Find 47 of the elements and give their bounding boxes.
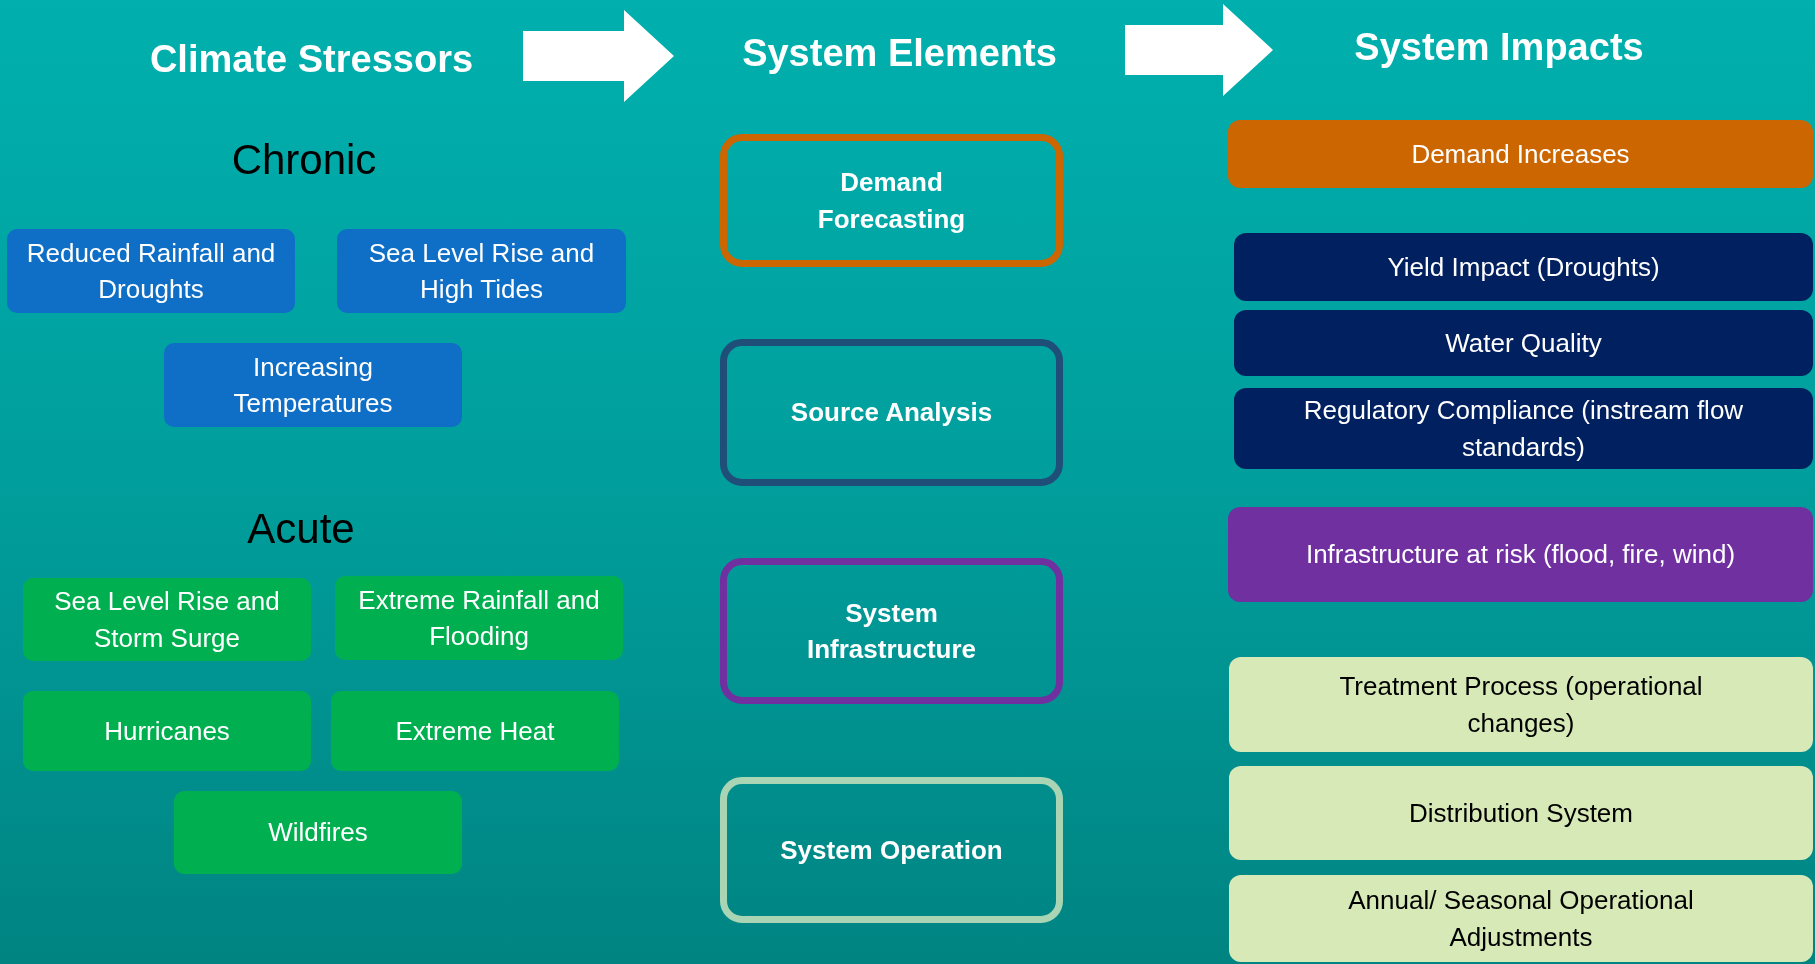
box-text: Reduced Rainfall and Droughts (25, 236, 277, 306)
block-arrow (523, 10, 674, 102)
stressor-box (164, 343, 462, 427)
box-text: Demand Increases (1411, 137, 1630, 171)
group-heading: Chronic (230, 136, 378, 184)
box-text: Demand Forecasting (816, 166, 967, 236)
element-box (720, 339, 1063, 486)
box-text: Extreme Heat (395, 714, 555, 748)
box-text: Wildfires (268, 816, 368, 850)
group-heading: Acute (246, 505, 356, 553)
box-text: Sea Level Rise and High Tides (367, 236, 596, 306)
stressor-box (23, 578, 311, 661)
box-text: Treatment Process (operational changes) (1338, 670, 1704, 740)
impact-box (1229, 766, 1813, 860)
box-text: Increasing Temperatures (232, 350, 394, 420)
box-text: Annual/ Seasonal Operational Adjustments (1347, 884, 1695, 954)
column-heading: System Elements (742, 31, 1057, 75)
stressor-box (174, 791, 462, 874)
impact-box (1229, 657, 1813, 752)
box-text: Distribution System (1409, 796, 1633, 830)
box-text: Regulatory Compliance (instream flow standards) (1302, 394, 1745, 464)
impact-box (1228, 507, 1813, 602)
stressor-box (335, 576, 623, 660)
box-text: System Infrastructure (805, 596, 977, 666)
box-text: Infrastructure at risk (flood, fire, wind) (1305, 538, 1736, 572)
element-box (720, 134, 1063, 267)
box-text: Hurricanes (104, 714, 230, 748)
element-box (720, 777, 1063, 923)
box-text: Yield Impact (Droughts) (1387, 250, 1660, 284)
box-text: Extreme Rainfall and Flooding (357, 583, 601, 653)
stressor-box (23, 691, 311, 771)
box-text: Source Analysis (790, 396, 993, 430)
column-heading: Climate Stressors (149, 37, 474, 81)
element-box (720, 558, 1063, 704)
stressor-box (331, 691, 619, 771)
impact-box (1228, 120, 1813, 188)
block-arrow (1125, 4, 1273, 96)
impact-box (1234, 310, 1813, 376)
box-text: Sea Level Rise and Storm Surge (53, 585, 281, 655)
box-text: System Operation (780, 833, 1003, 867)
box-text: Water Quality (1445, 326, 1602, 360)
impact-box (1229, 875, 1813, 962)
stressor-box (337, 229, 626, 313)
impact-box (1234, 388, 1813, 469)
impact-box (1234, 233, 1813, 301)
stressor-box (7, 229, 295, 313)
column-heading: System Impacts (1354, 25, 1644, 69)
